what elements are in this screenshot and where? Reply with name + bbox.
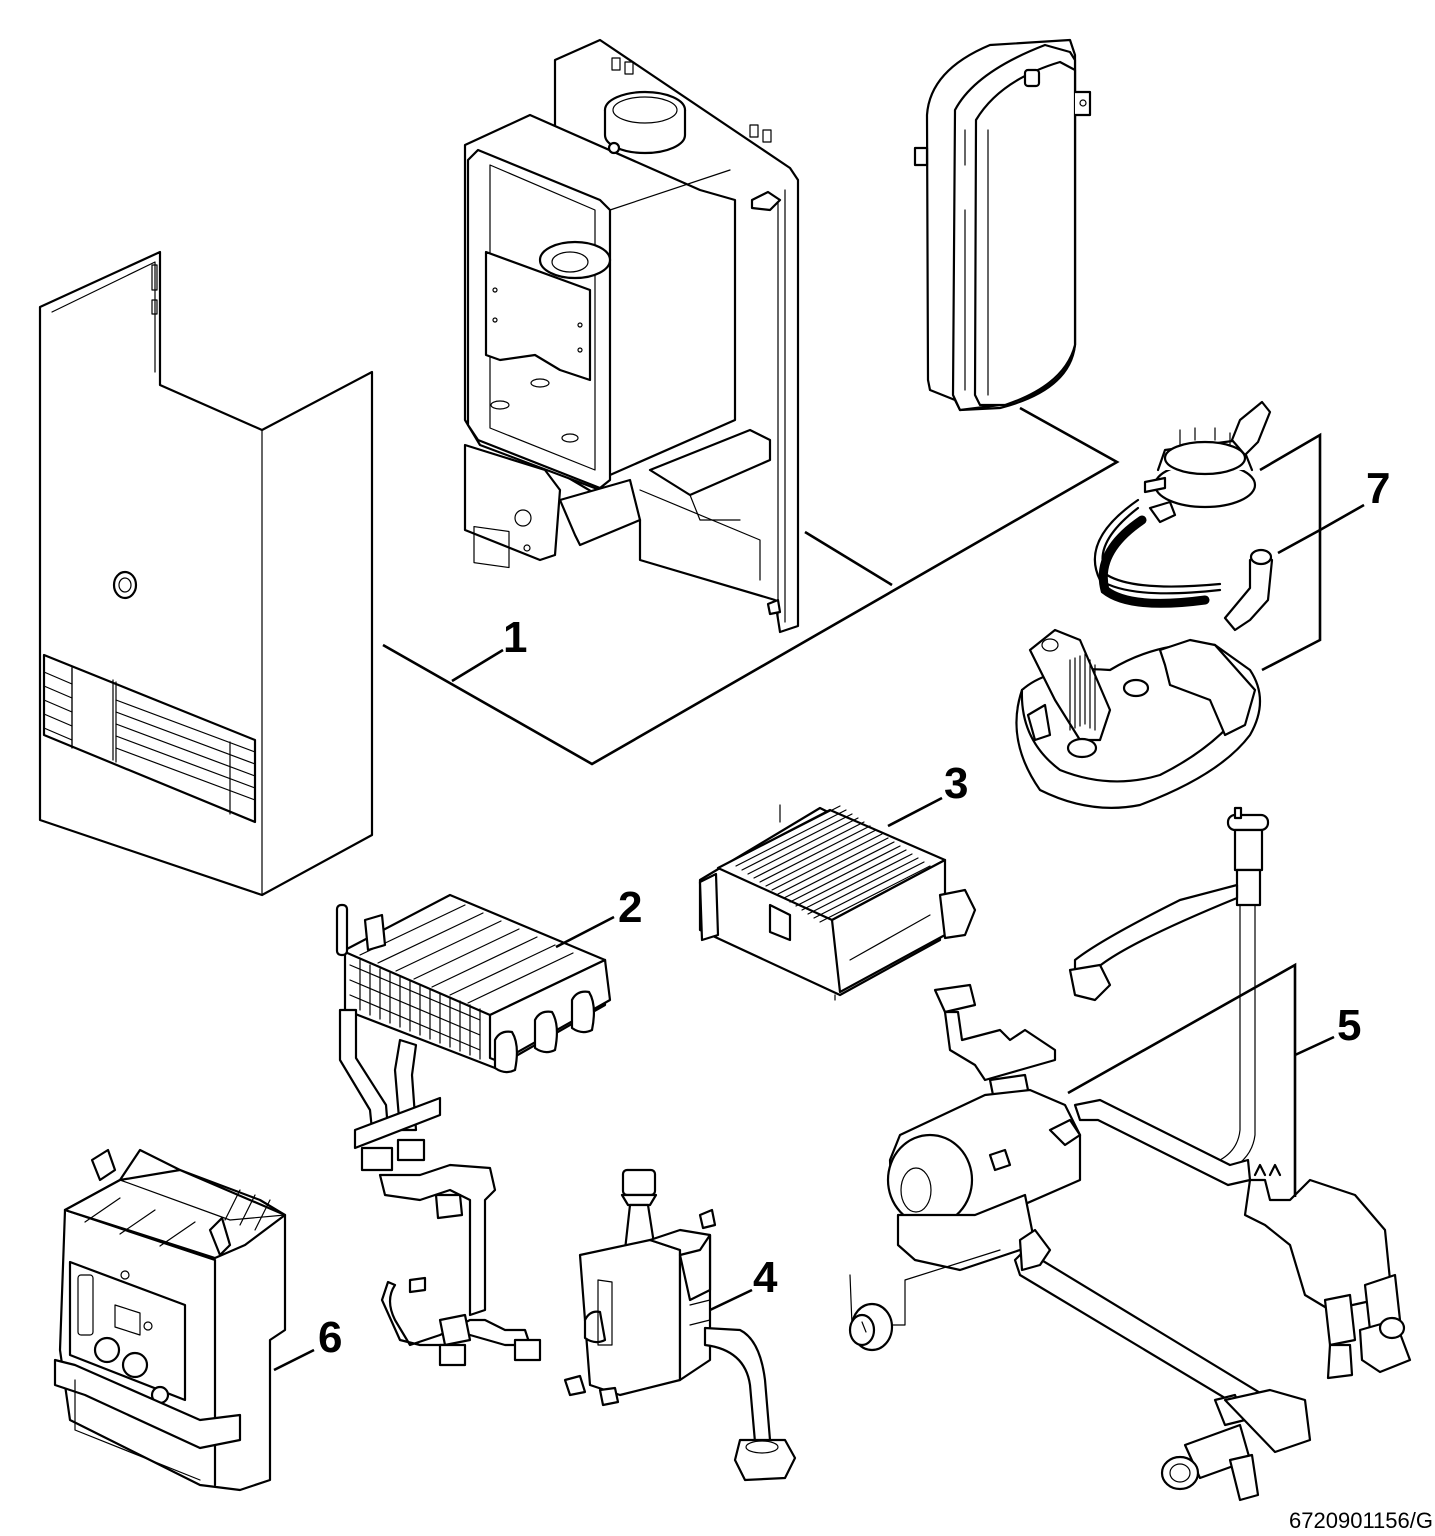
leader-line-part-4 (709, 1288, 753, 1312)
hydraulic-group (848, 806, 1412, 1502)
part-label-2: 2 (618, 883, 642, 932)
part-label-7: 7 (1366, 464, 1390, 513)
part-label-6: 6 (318, 1313, 342, 1362)
silicone-tubes (1093, 498, 1222, 608)
leader-lines-part-5 (1067, 962, 1335, 1197)
outer-casing (38, 250, 374, 897)
leader-line-part-2 (555, 915, 615, 949)
leader-line-part-6 (273, 1348, 315, 1372)
leader-lines-part-1 (382, 406, 1120, 766)
inner-frame (463, 38, 800, 634)
air-pressure-switch (1143, 400, 1272, 524)
fan (1015, 628, 1261, 809)
part-label-5: 5 (1337, 1001, 1361, 1050)
burner (698, 804, 977, 1001)
part-label-4: 4 (753, 1253, 778, 1302)
control-box (53, 1148, 287, 1492)
expansion-vessel (913, 38, 1092, 412)
leader-lines-part-7 (1259, 432, 1365, 672)
drawing-reference-code: 6720901156/G (1289, 1508, 1433, 1533)
tube-connector (1223, 548, 1274, 632)
gas-valve (563, 1168, 797, 1482)
leader-line-part-3 (887, 796, 943, 828)
part-label-1: 1 (503, 613, 527, 662)
part-label-3: 3 (944, 759, 968, 808)
heat-exchanger (335, 893, 612, 1367)
